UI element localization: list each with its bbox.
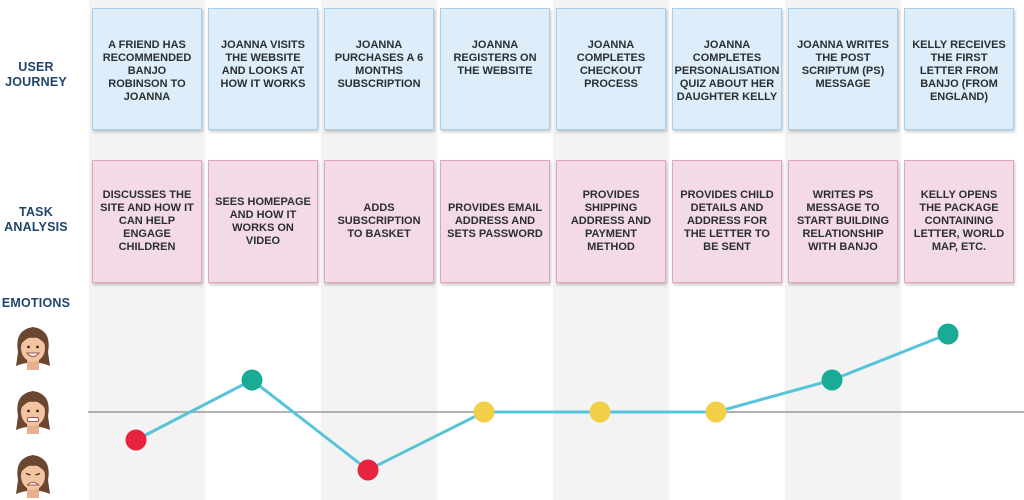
- task-card: ADDS SUBSCRIPTION TO BASKET: [324, 160, 434, 283]
- user-journey-label: USER JOURNEY: [0, 60, 72, 90]
- journey-card: KELLY RECEIVES THE FIRST LETTER FROM BAN…: [904, 8, 1014, 130]
- neutral-face-icon: [16, 391, 50, 434]
- task-card: PROVIDES SHIPPING ADDRESS AND PAYMENT ME…: [556, 160, 666, 283]
- user-journey-label-line1: USER: [18, 60, 54, 74]
- journey-card: JOANNA VISITS THE WEBSITE AND LOOKS AT H…: [208, 8, 318, 130]
- journey-card: JOANNA COMPLETES PERSONALISATION QUIZ AB…: [672, 8, 782, 130]
- task-card: PROVIDES CHILD DETAILS AND ADDRESS FOR T…: [672, 160, 782, 283]
- emotions-label: EMOTIONS: [1, 296, 71, 310]
- emotion-point-2: [241, 369, 263, 391]
- task-card: DISCUSSES THE SITE AND HOW IT CAN HELP E…: [92, 160, 202, 283]
- happy-face-icon: [16, 327, 50, 370]
- task-card: PROVIDES EMAIL ADDRESS AND SETS PASSWORD: [440, 160, 550, 283]
- task-card: WRITES PS MESSAGE TO START BUILDING RELA…: [788, 160, 898, 283]
- unhappy-face-icon: [16, 455, 50, 498]
- journey-card: JOANNA PURCHASES A 6 MONTHS SUBSCRIPTION: [324, 8, 434, 130]
- emotion-points: [125, 323, 959, 481]
- emotion-point-3: [357, 459, 379, 481]
- task-analysis-label: TASK ANALYSIS: [0, 205, 72, 235]
- journey-card: JOANNA COMPLETES CHECKOUT PROCESS: [556, 8, 666, 130]
- emotion-point-1: [125, 429, 147, 451]
- task-card: KELLY OPENS THE PACKAGE CONTAINING LETTE…: [904, 160, 1014, 283]
- task-analysis-label-line1: TASK: [19, 205, 53, 219]
- journey-card: JOANNA WRITES THE POST SCRIPTUM (PS) MES…: [788, 8, 898, 130]
- emotion-point-5: [589, 401, 611, 423]
- emotion-series-line: [135, 332, 949, 472]
- task-card: SEES HOMEPAGE AND HOW IT WORKS ON VIDEO: [208, 160, 318, 283]
- emotion-point-4: [473, 401, 495, 423]
- emotion-point-6: [705, 401, 727, 423]
- task-analysis-label-line2: ANALYSIS: [4, 220, 68, 234]
- user-journey-label-line2: JOURNEY: [5, 75, 67, 89]
- emotion-point-7: [821, 369, 843, 391]
- journey-card: A FRIEND HAS RECOMMENDED BANJO ROBINSON …: [92, 8, 202, 130]
- journey-card: JOANNA REGISTERS ON THE WEBSITE: [440, 8, 550, 130]
- emotion-point-8: [937, 323, 959, 345]
